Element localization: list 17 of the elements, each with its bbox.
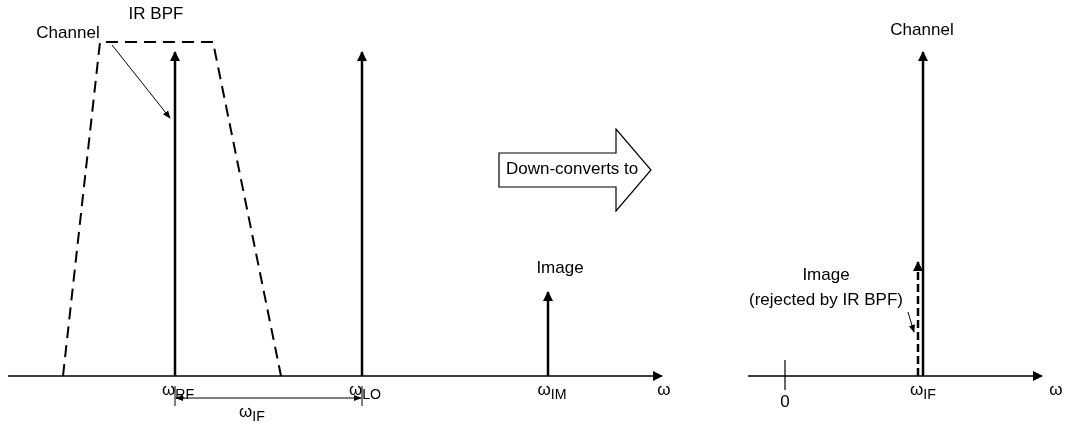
annotation-text: Image (rejected by IR BPF) [748,264,904,311]
leader-line [111,44,171,119]
leader-line [907,311,915,333]
frequency-label: ω$_{RF}$ [161,380,195,403]
axis-label: ω [657,380,671,400]
filter-label: IR BPF [128,4,184,24]
frequency-label: ω$_{IM}$ [537,380,567,403]
arrow-label: Down-converts to [506,159,639,179]
annotation-text: Image [536,258,584,278]
axis-label: ω [1049,380,1063,400]
block-arrow [498,128,653,212]
tick-label: 0 [780,392,790,412]
dimension-label: ω$_{IF}$ [239,402,265,425]
annotation-text: Channel [35,22,101,44]
annotation-text: Channel [890,20,954,40]
frequency-label: ω$_{LO}$ [348,380,382,403]
frequency-label: ω$_{IF}$ [910,380,936,403]
